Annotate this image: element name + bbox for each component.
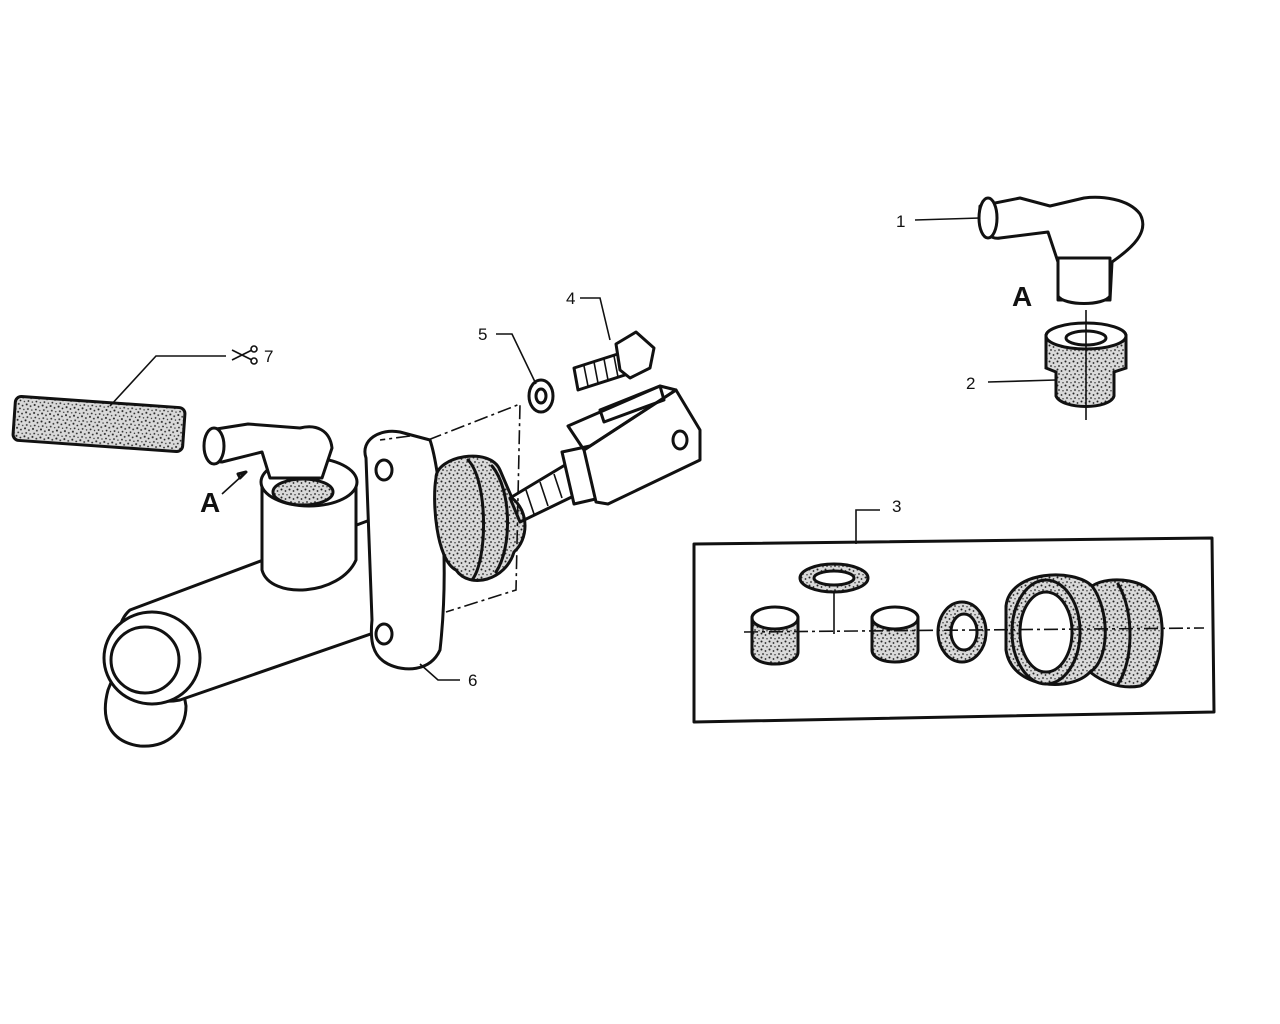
- callout-2: 2: [966, 374, 975, 393]
- leader-lines: [109, 217, 1057, 681]
- callout-4: 4: [566, 289, 575, 308]
- bolt-part-4: [572, 330, 656, 392]
- washer-part-5: [527, 378, 555, 414]
- callout-5: 5: [478, 325, 487, 344]
- repair-kit-box-part-3: [692, 536, 1216, 724]
- scissors-icon: [231, 345, 258, 365]
- callout-6: 6: [468, 671, 477, 690]
- detail-label-a-inset: A: [1012, 281, 1032, 312]
- callout-3: 3: [892, 497, 901, 516]
- hose-part-7: [11, 395, 187, 453]
- elbow-connector-main: [202, 422, 334, 480]
- master-cylinder-body: [102, 384, 702, 748]
- callout-1: 1: [896, 212, 905, 231]
- callout-7: 7: [264, 347, 273, 366]
- mounting-guide-lines: [379, 402, 521, 613]
- inset-detail-a: [977, 195, 1145, 420]
- detail-label-a-main: A: [200, 487, 220, 518]
